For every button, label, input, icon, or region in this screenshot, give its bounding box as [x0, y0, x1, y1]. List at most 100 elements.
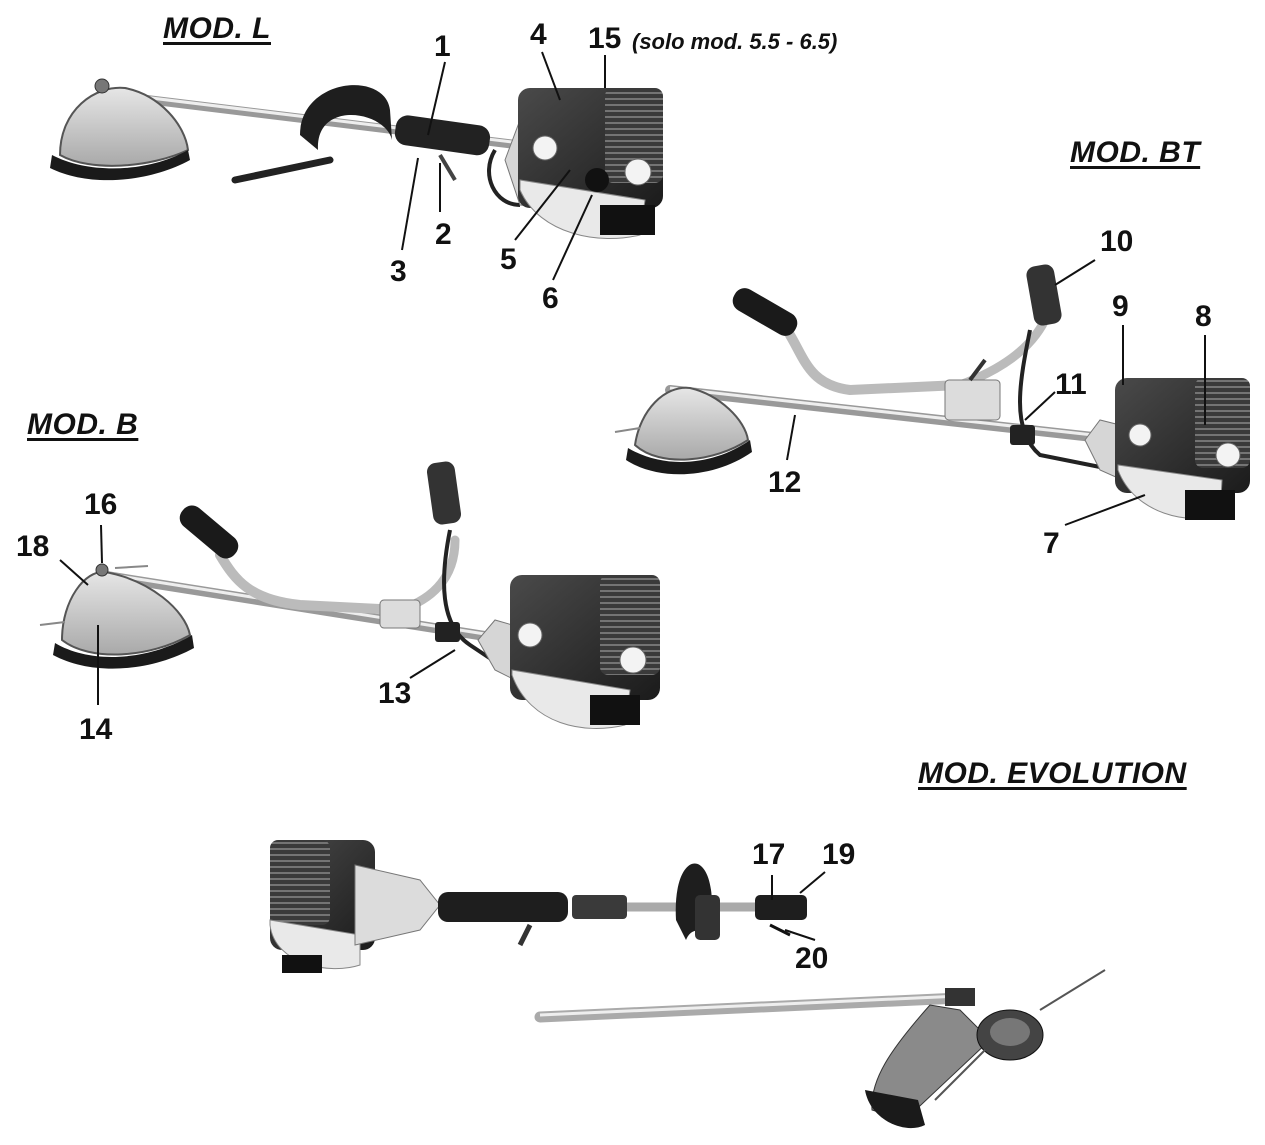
handle-clamp: [379, 599, 421, 629]
leader-16: [100, 524, 103, 564]
leader-1: [427, 61, 446, 136]
guard-rim: [50, 150, 190, 181]
engine-foot: [282, 955, 322, 973]
throttle-grip: [438, 892, 568, 922]
clamp-knob: [968, 358, 987, 382]
drive-shaft-highlight: [669, 386, 1121, 440]
primer-bulb: [585, 168, 609, 192]
recoil-starter-logo: [619, 646, 647, 674]
callout-1: 1: [434, 30, 451, 63]
bike-handle-left-arm: [785, 330, 965, 396]
throttle-grip: [394, 115, 491, 156]
callout-3: 3: [390, 255, 407, 288]
throttle-lever: [438, 153, 457, 182]
attachment-guard-rim: [865, 1090, 925, 1129]
brand-logo: [532, 135, 558, 161]
attachment-shaft: [534, 992, 966, 1023]
throttle-cable: [487, 148, 521, 207]
callout-11: 11: [1055, 368, 1087, 401]
left-grip: [179, 505, 239, 559]
coupler-lever: [769, 923, 791, 937]
recoil-starter-logo: [1215, 442, 1241, 468]
leader-6: [552, 194, 593, 281]
shaft-clamp: [1010, 425, 1035, 445]
brand-logo: [1128, 423, 1152, 447]
gear-head: [95, 563, 109, 577]
leader-3: [401, 157, 419, 251]
throttle-lever: [517, 923, 533, 947]
leader-10: [1054, 259, 1096, 286]
brand-logo: [517, 622, 543, 648]
trimmer-head-spool: [990, 1018, 1030, 1046]
callout-19: 19: [822, 838, 856, 871]
callout-9: 9: [1112, 290, 1129, 323]
callout-17: 17: [752, 838, 786, 871]
title-mod-b: MOD. B: [27, 408, 139, 441]
title-mod-bt: MOD. BT: [1070, 136, 1201, 169]
cooling-fins: [1195, 378, 1250, 468]
leader-lines: [59, 51, 1206, 941]
leader-11: [1024, 391, 1056, 421]
callout-4: 4: [530, 18, 547, 51]
callout-13: 13: [378, 677, 412, 710]
throttle-cable: [1018, 329, 1116, 472]
leader-18: [59, 559, 89, 586]
throttle-cable: [442, 529, 517, 677]
attachment-coupler: [945, 988, 975, 1006]
title-mod-l: MOD. L: [163, 12, 271, 45]
cutting-line-top: [114, 565, 149, 569]
bike-handle-left-arm: [215, 550, 405, 615]
title-mod-evolution: MOD. EVOLUTION: [918, 757, 1187, 790]
cutting-line-lower: [934, 1049, 986, 1101]
leader-13: [409, 649, 456, 679]
leader-5: [514, 169, 571, 241]
guard-rim: [53, 635, 194, 669]
coupling-collar: [572, 895, 627, 919]
shaft-clamp: [435, 622, 460, 642]
cooling-fins: [270, 840, 330, 925]
cooling-fins: [605, 88, 663, 183]
callout-5: 5: [500, 243, 517, 276]
attachment-shaft-highlight: [539, 994, 961, 1017]
callout-8: 8: [1195, 300, 1212, 333]
cutting-line-left: [39, 621, 66, 626]
blade-guard: [633, 386, 750, 461]
cooling-fins: [600, 575, 660, 675]
callout-20: 20: [795, 942, 829, 975]
trimmer-mod-bt: [614, 264, 1250, 520]
recoil-starter-logo: [624, 158, 652, 186]
right-grip-throttle: [1026, 264, 1062, 326]
leader-19: [799, 871, 826, 894]
leader-20: [784, 929, 816, 941]
harness-bar: [231, 156, 334, 184]
gear-head: [94, 78, 110, 94]
cutting-line-upper: [1039, 969, 1106, 1011]
right-grip-throttle: [426, 461, 462, 525]
callout-14: 14: [79, 713, 113, 746]
leader-12: [786, 414, 796, 461]
blade-guard: [60, 570, 192, 656]
trimmer-mod-evolution: [269, 840, 1106, 1129]
callout-12: 12: [768, 466, 802, 499]
loop-handle: [300, 85, 392, 150]
note-15: (solo mod. 5.5 - 6.5): [632, 29, 838, 54]
callout-15: 15: [588, 22, 622, 55]
left-grip: [732, 288, 798, 336]
handle-clamp: [695, 895, 720, 940]
trimmer-mod-l: [50, 78, 663, 240]
cutting-line: [614, 427, 641, 433]
handle-clamp: [944, 379, 1001, 421]
callout-16: 16: [84, 488, 118, 521]
callout-6: 6: [542, 282, 559, 315]
blade-guard: [58, 86, 190, 167]
callout-18: 18: [16, 530, 50, 563]
recoil-starter: [1185, 490, 1235, 520]
quick-coupler: [755, 895, 807, 920]
recoil-starter: [600, 205, 655, 235]
clutch-housing: [354, 864, 441, 946]
recoil-starter: [590, 695, 640, 725]
callout-2: 2: [435, 218, 452, 251]
callout-10: 10: [1100, 225, 1134, 258]
